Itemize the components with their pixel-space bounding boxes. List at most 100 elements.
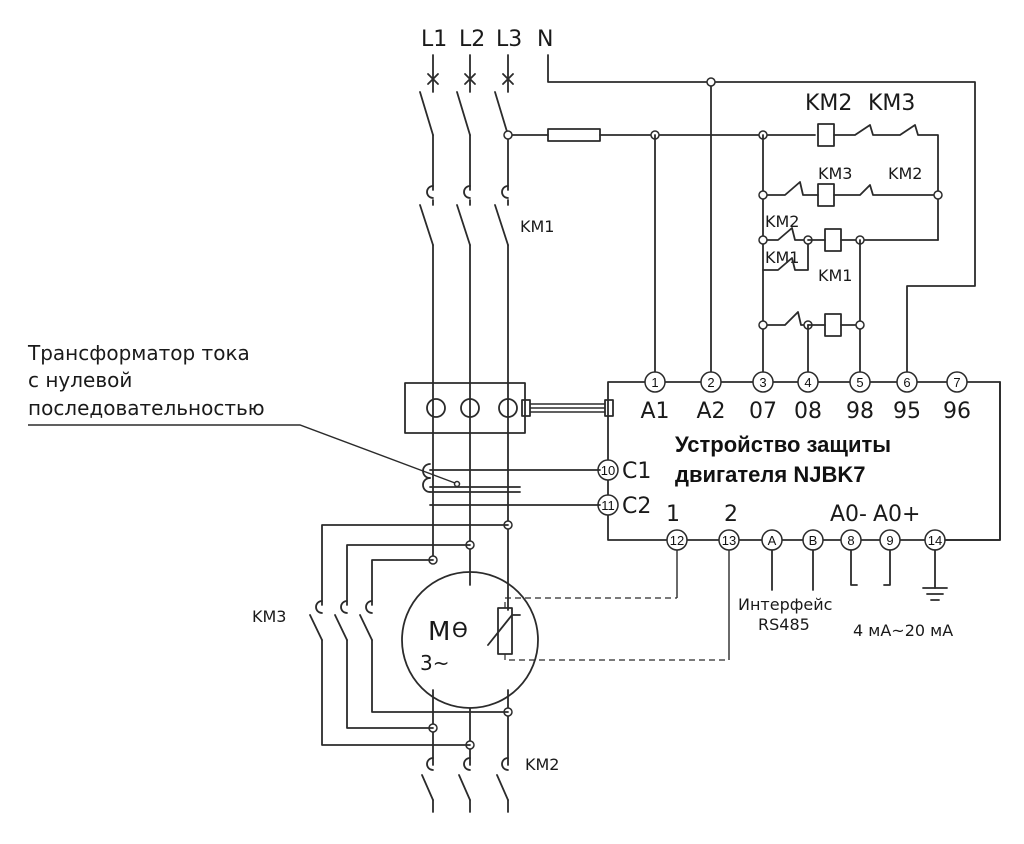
terminal-3 bbox=[752, 371, 774, 393]
terminal-b-letter: B bbox=[809, 533, 818, 548]
terminal-label-08: 08 bbox=[794, 399, 822, 424]
terminal-6-number: 6 bbox=[903, 375, 910, 390]
terminal-7-number: 7 bbox=[953, 375, 960, 390]
ground-icon bbox=[922, 549, 948, 601]
fuse bbox=[547, 128, 601, 142]
km3-bottom-label: KM3 bbox=[252, 607, 286, 626]
top-terminals: 1 2 3 4 5 6 7 bbox=[644, 371, 968, 393]
row2-switch bbox=[762, 181, 819, 196]
junction-node bbox=[933, 190, 943, 200]
terminal-1-number: 1 bbox=[651, 375, 658, 390]
km1-aux-switch bbox=[762, 239, 809, 271]
km1-coil bbox=[824, 228, 842, 252]
ct-leader-dot bbox=[453, 480, 461, 488]
interface-protocol: RS485 bbox=[758, 615, 810, 634]
junction-node bbox=[758, 320, 768, 330]
phase-line-l3 bbox=[494, 54, 514, 611]
terminal-label-c2: C2 bbox=[622, 494, 651, 519]
ct-window-l2 bbox=[460, 398, 480, 418]
terminal-4 bbox=[797, 371, 819, 393]
junction-node bbox=[503, 130, 513, 140]
ptc-dashed-link-2 bbox=[504, 654, 729, 661]
terminal-8-number: 8 bbox=[847, 533, 854, 548]
terminal-3-number: 3 bbox=[759, 375, 766, 390]
junction-node bbox=[706, 77, 716, 87]
ct-leader-line bbox=[28, 424, 456, 484]
ptc-dashed-link-1 bbox=[504, 597, 677, 608]
terminal-4-number: 4 bbox=[804, 375, 811, 390]
interface-label: Интерфейс bbox=[738, 595, 832, 614]
thermistor-icon bbox=[487, 607, 521, 655]
km1-coil-label: KM1 bbox=[818, 266, 852, 285]
km3-contactor bbox=[309, 524, 509, 746]
terminal-7 bbox=[946, 371, 968, 393]
terminal-6 bbox=[896, 371, 918, 393]
motor-letter: M bbox=[428, 617, 450, 647]
terminal-5 bbox=[849, 371, 871, 393]
junction-node bbox=[855, 320, 865, 330]
top-terminal-labels: A1 A2 07 08 98 95 96 bbox=[640, 399, 971, 424]
km2-aux-switch bbox=[762, 227, 809, 241]
km1-aux-label: KM1 bbox=[765, 248, 799, 267]
ct-secondary-coil bbox=[422, 463, 601, 506]
motor-phase-label: 3~ bbox=[420, 651, 449, 675]
row2-nc-contact bbox=[833, 184, 939, 196]
device-title-line2: двигателя NJBK7 bbox=[675, 462, 865, 487]
motor bbox=[401, 571, 539, 709]
km3-coil bbox=[817, 183, 835, 207]
row1-contacts bbox=[833, 124, 939, 241]
ct-connector bbox=[521, 399, 531, 417]
phase-line-l2 bbox=[456, 54, 476, 586]
analog-output-label: 4 мА~20 мА bbox=[853, 621, 953, 640]
terminal-label-96: 96 bbox=[943, 399, 971, 424]
terminal-label-95: 95 bbox=[893, 399, 921, 424]
km2-top-label: KM2 bbox=[805, 91, 852, 116]
ct-label-line2: с нулевой bbox=[28, 368, 132, 392]
terminal-12-number: 12 bbox=[670, 533, 684, 548]
phase-label-l3: L3 bbox=[496, 27, 522, 52]
terminal-label-98: 98 bbox=[846, 399, 874, 424]
row4-coil bbox=[824, 313, 842, 337]
terminal-label-a2: A2 bbox=[696, 399, 725, 424]
km3-top-label: KM3 bbox=[868, 91, 915, 116]
km3-coil-label: KM3 bbox=[818, 164, 852, 183]
ct-label-line1: Трансформатор тока bbox=[27, 341, 250, 365]
current-transformer bbox=[404, 382, 526, 434]
row4-switch bbox=[762, 311, 809, 326]
terminal-14-number: 14 bbox=[928, 533, 942, 548]
wire-14-to-96 bbox=[944, 381, 1001, 541]
phase-label-l1: L1 bbox=[421, 27, 447, 52]
terminal-5-number: 5 bbox=[856, 375, 863, 390]
neutral-line bbox=[547, 54, 976, 373]
terminal-label-07: 07 bbox=[749, 399, 777, 424]
km2-aux-label: KM2 bbox=[765, 212, 799, 231]
terminal-11-number: 11 bbox=[601, 498, 615, 513]
terminal-label-a0-minus: A0- bbox=[830, 502, 867, 527]
ct-window-l1 bbox=[426, 398, 446, 418]
terminal-label-a1: A1 bbox=[640, 399, 669, 424]
terminal-a-letter: A bbox=[768, 533, 777, 548]
analog-minus-wire bbox=[850, 549, 858, 586]
terminal-label-2: 2 bbox=[724, 502, 738, 527]
device-ct-connector bbox=[604, 399, 614, 417]
km2-contactor bbox=[421, 757, 509, 813]
junction-node bbox=[758, 235, 768, 245]
device-title-line1: Устройство защиты bbox=[675, 432, 891, 457]
terminal-label-1: 1 bbox=[666, 502, 680, 527]
terminal-2 bbox=[700, 371, 722, 393]
ct-label-line3: последовательностью bbox=[28, 396, 265, 420]
phase-label-l2: L2 bbox=[459, 27, 485, 52]
junction-node bbox=[758, 190, 768, 200]
terminal-2-number: 2 bbox=[707, 375, 714, 390]
terminal-9-number: 9 bbox=[886, 533, 893, 548]
terminal-label-a0-plus: A0+ bbox=[873, 502, 920, 527]
analog-plus-wire bbox=[883, 549, 891, 586]
terminal-1 bbox=[644, 371, 666, 393]
km2-side-label: KM2 bbox=[888, 164, 922, 183]
km2-bottom-label: KM2 bbox=[525, 755, 559, 774]
km1-label: KM1 bbox=[520, 217, 554, 236]
ct-window-l3 bbox=[498, 398, 518, 418]
phase-label-n: N bbox=[537, 27, 553, 52]
terminal-13-number: 13 bbox=[722, 533, 736, 548]
